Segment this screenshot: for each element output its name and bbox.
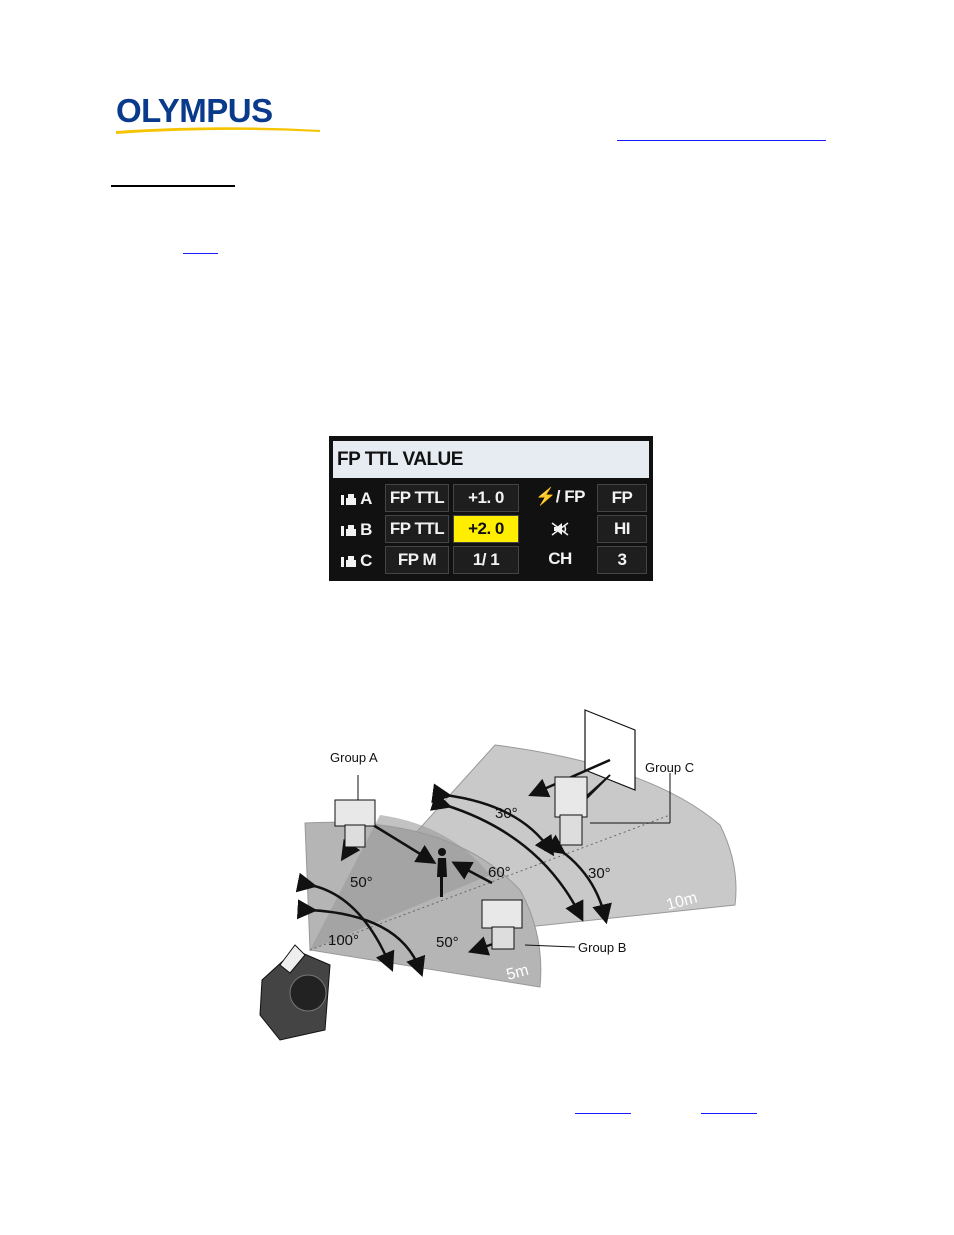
- angle-b: 50°: [436, 934, 459, 951]
- flash-group-icon: [341, 555, 357, 567]
- group-c-mode: FP M: [385, 546, 449, 574]
- inline-link[interactable]: [183, 253, 218, 254]
- sound-icon: [527, 515, 593, 543]
- angle-a: 50°: [350, 874, 373, 891]
- logo-wordmark: OLYMPUS: [116, 92, 273, 129]
- wireless-flash-diagram: Group A Group C Group B 50° 100° 50° 30°…: [250, 705, 760, 1045]
- subject-person-icon: [437, 848, 447, 897]
- group-a-flash-icon: [334, 799, 376, 848]
- reflector-board: [584, 709, 636, 791]
- olympus-logo: OLYMPUS: [116, 92, 320, 138]
- group-b-value-selected[interactable]: +2. 0: [453, 515, 519, 543]
- group-a-label: A: [335, 486, 377, 514]
- flash-fp-label: ⚡/ FP: [535, 487, 585, 506]
- group-a-mode: FP TTL: [385, 484, 449, 512]
- group-c-flash-icon: [554, 776, 588, 846]
- channel-label: CH: [548, 549, 572, 568]
- lcd-title: FP TTL VALUE: [333, 441, 649, 478]
- group-b-mode: FP TTL: [385, 515, 449, 543]
- channel-value: 3: [597, 546, 647, 574]
- group-b-label: B: [335, 517, 377, 545]
- sound-volume-icon: [551, 521, 569, 536]
- flash-fp-value: FP: [597, 484, 647, 512]
- group-b-label: Group B: [578, 940, 626, 955]
- group-c-value: 1/ 1: [453, 546, 519, 574]
- flash-group-icon: [341, 493, 357, 505]
- near-distance: 5m: [505, 962, 531, 984]
- sound-value: HI: [597, 515, 647, 543]
- bottom-link-2[interactable]: [701, 1113, 757, 1114]
- flash-group-icon: [341, 524, 357, 536]
- group-c-label: C: [335, 548, 377, 576]
- group-b-flash-icon: [481, 899, 523, 950]
- camera-icon: [259, 944, 331, 1041]
- flash-settings-lcd: FP TTL VALUE A FP TTL +1. 0 ⚡/ FP FP B F…: [329, 436, 653, 581]
- angle-camera: 100°: [328, 932, 359, 949]
- group-c-label: Group C: [645, 760, 694, 775]
- header-link[interactable]: [617, 140, 826, 141]
- angle-c: 30°: [495, 805, 518, 822]
- group-a-value: +1. 0: [453, 484, 519, 512]
- section-heading-rule: [111, 185, 235, 187]
- angle-center: 60°: [488, 864, 511, 881]
- group-a-label: Group A: [330, 750, 378, 765]
- angle-right: 30°: [588, 865, 611, 882]
- bottom-link-1[interactable]: [575, 1113, 631, 1114]
- logo-swoosh: [116, 127, 320, 134]
- flash-placement-illustration: Group A Group C Group B 50° 100° 50° 30°…: [259, 709, 737, 1041]
